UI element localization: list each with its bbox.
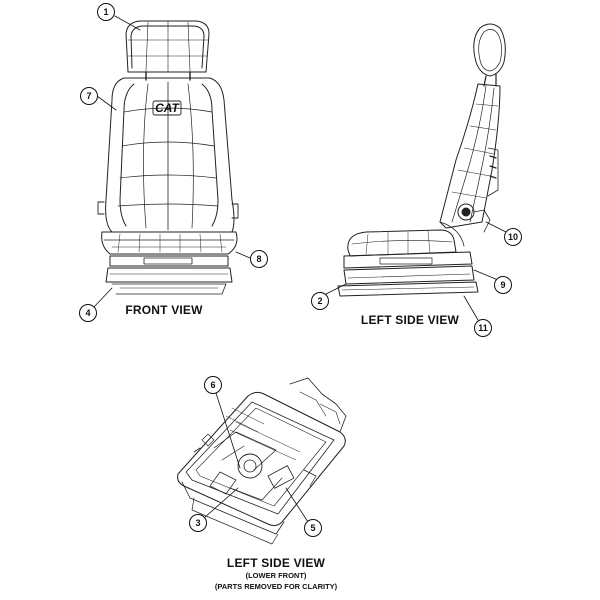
base-frame-outer <box>177 391 346 527</box>
callout-5: 5 <box>304 519 322 537</box>
lower-view-subtitle-1: (LOWER FRONT) <box>245 571 307 580</box>
callout-7: 7 <box>80 87 98 105</box>
callout-5-number: 5 <box>310 523 315 533</box>
front-view-seat <box>97 20 239 295</box>
callout-2: 2 <box>311 292 329 310</box>
callout-10-number: 10 <box>508 232 518 242</box>
callout-1-number: 1 <box>103 7 108 17</box>
callout-1: 1 <box>97 3 115 21</box>
callout-6: 6 <box>204 376 222 394</box>
callout-3: 3 <box>189 514 207 532</box>
lower-view-title: LEFT SIDE VIEW <box>226 556 326 570</box>
callout-8: 8 <box>250 250 268 268</box>
side-backrest <box>439 83 501 229</box>
callout-8-number: 8 <box>256 254 261 264</box>
callout-10: 10 <box>504 228 522 246</box>
side-headrest <box>473 23 506 77</box>
callout-2-number: 2 <box>317 296 322 306</box>
left-side-view-label: LEFT SIDE VIEW <box>360 313 460 327</box>
callout-4-number: 4 <box>85 308 90 318</box>
callout-4: 4 <box>79 304 97 322</box>
callout-7-number: 7 <box>86 91 91 101</box>
cat-logo-plate <box>152 100 182 116</box>
front-view-label: FRONT VIEW <box>125 303 203 317</box>
front-headrest <box>125 20 210 73</box>
cat-logo: CAT <box>155 101 180 115</box>
callout-9-number: 9 <box>500 280 505 290</box>
leader-lines <box>93 15 507 523</box>
lower-view-subtitle-2: (PARTS REMOVED FOR CLARITY) <box>214 582 338 591</box>
callout-6-number: 6 <box>210 380 215 390</box>
callout-11-number: 11 <box>478 323 488 333</box>
front-seat-cushion <box>101 231 238 255</box>
callout-3-number: 3 <box>195 518 200 528</box>
callout-9: 9 <box>494 276 512 294</box>
callout-11: 11 <box>474 319 492 337</box>
lower-view-seat-base <box>177 377 347 545</box>
side-seat-cushion <box>347 229 457 257</box>
side-view-seat <box>337 23 506 297</box>
